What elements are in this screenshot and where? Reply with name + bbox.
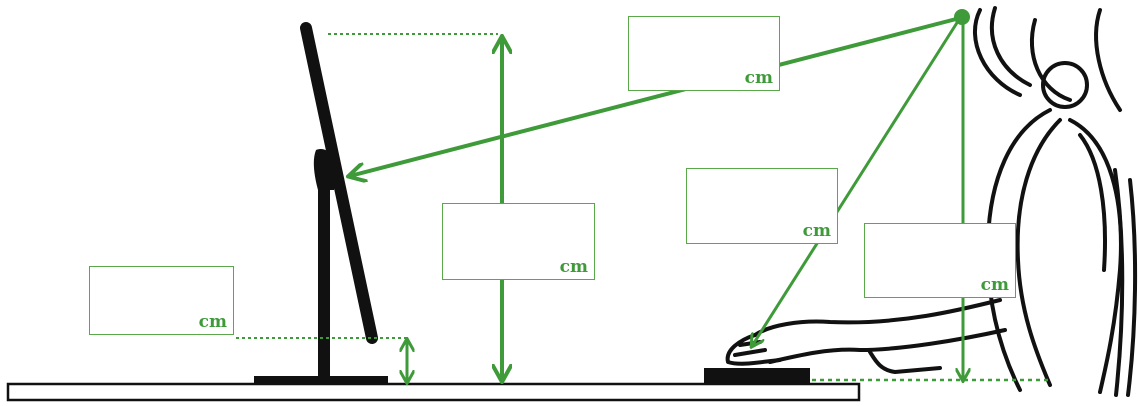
- screen-bottom-height-box[interactable]: cm: [89, 266, 234, 335]
- eye-to-keyboard-arrow: [752, 17, 962, 346]
- screen-top-height-value[interactable]: [447, 208, 554, 257]
- eye-to-keyboard-box[interactable]: cm: [686, 168, 838, 244]
- screen-bottom-height-unit: cm: [198, 312, 227, 332]
- eye-to-screen-box[interactable]: cm: [628, 16, 780, 91]
- eye-to-screen-arrow: [350, 16, 961, 176]
- eye-point-icon: [954, 9, 970, 25]
- desk-surface: [6, 382, 861, 402]
- eye-to-keyboard-unit: cm: [802, 221, 831, 241]
- eye-height-box[interactable]: cm: [864, 223, 1016, 298]
- screen-bottom-height-value[interactable]: [94, 271, 193, 312]
- eye-height-value[interactable]: [869, 228, 975, 275]
- eye-to-screen-unit: cm: [744, 68, 773, 88]
- eye-to-keyboard-value[interactable]: [691, 173, 797, 221]
- monitor-icon: [254, 22, 388, 385]
- screen-top-height-box[interactable]: cm: [442, 203, 595, 280]
- screen-top-height-unit: cm: [559, 257, 588, 277]
- keyboard-icon: [704, 368, 810, 384]
- eye-to-screen-value[interactable]: [633, 21, 739, 68]
- eye-height-unit: cm: [980, 275, 1009, 295]
